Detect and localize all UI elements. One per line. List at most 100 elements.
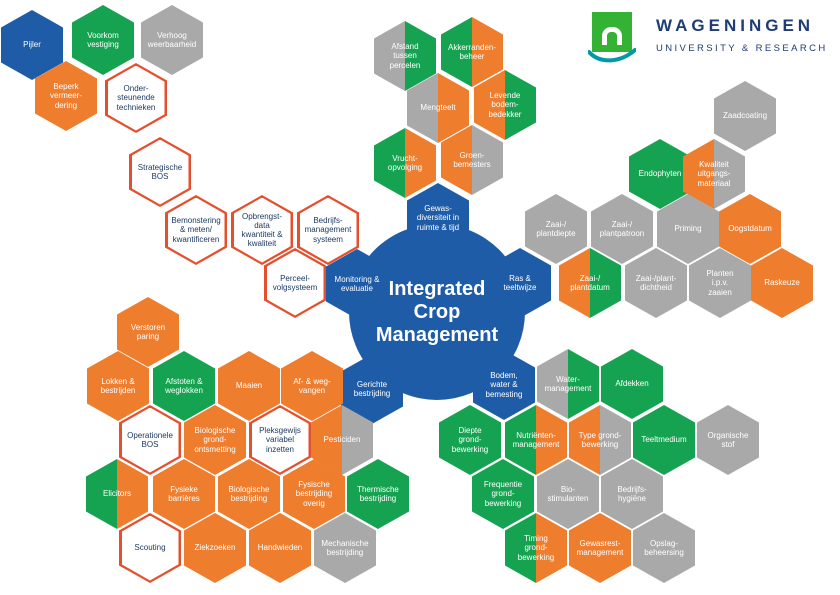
hex-label: Gerichte bestrijding — [353, 379, 391, 398]
hex-operationele-bos: Operationele BOS — [119, 405, 181, 475]
hex-label: Mechanische bestrijding — [321, 538, 369, 557]
hex-watermanagement: Water- management — [537, 349, 599, 419]
hex-akkerrandenbeheer: Akkerranden- beheer — [441, 17, 503, 87]
hex-type-grondbewerking: Type grond- bewerking — [569, 405, 631, 475]
hex-vruchtopvolging: Vrucht- opvolging — [374, 128, 436, 198]
hex-voorkom-vestiging: Voorkom vestiging — [72, 5, 134, 75]
hex-label: Timing grond- bewerking — [517, 534, 555, 562]
hex-frequentie-grondbewerking: Frequentie grond- bewerking — [472, 459, 534, 529]
hex-label: Pijler — [23, 40, 41, 50]
hex-scouting: Scouting — [119, 513, 181, 583]
hex-label: Perceel- volgsysteem — [272, 273, 318, 292]
hex-label: Verstoren paring — [130, 322, 166, 341]
hex-label: Biologische grond- ontsmetting — [194, 426, 236, 454]
hex-zaai-plantdiepte: Zaai-/ plantdiepte — [525, 194, 587, 264]
hex-label: Gewasrest- management — [576, 538, 624, 557]
hex-label: Afstand tussen percelen — [389, 42, 421, 70]
hex-fill — [107, 65, 165, 131]
wur-logo-text: WAGENINGEN UNIVERSITY & RESEARCH — [656, 12, 828, 54]
hex-label: Monitoring & evaluatie — [334, 274, 380, 293]
hex-organische-stof: Organische stof — [697, 405, 759, 475]
hex-bemonstering-meten-kwantificeren: Bemonstering & meten/ kwantificeren — [165, 195, 227, 265]
wur-logo-subtitle: UNIVERSITY & RESEARCH — [656, 43, 828, 54]
hex-label: Opbrengst- data kwantiteit & kwaliteit — [241, 211, 283, 249]
hex-ondersteunende-technieken: Onder- steunende technieken — [105, 63, 167, 133]
hex-label: Akkerranden- beheer — [447, 42, 497, 61]
hex-label: Ras & teeltwijze — [503, 273, 537, 292]
hex-label: Zaai-/ plantdiepte — [536, 219, 576, 238]
hex-groenbemesters: Groen- bemesters — [441, 125, 503, 195]
hex-mengteelt: Mengteelt — [407, 73, 469, 143]
hex-label: Pleksgewijs variabel inzetten — [259, 426, 301, 454]
hex-label: Zaai-/plant- dichtheid — [635, 273, 677, 292]
hex-label: Bedrijfs- hygiëne — [617, 484, 647, 503]
hex-opbrengstdata-kwantiteit-kwaliteit: Opbrengst- data kwantiteit & kwaliteit — [231, 195, 293, 265]
hex-zaadcoating: Zaadcoating — [714, 81, 776, 151]
hex-label: Type grond- bewerking — [578, 430, 622, 449]
hex-label: Afstoten & weglokken — [165, 376, 203, 395]
hex-label: Onder- steunende technieken — [116, 84, 156, 112]
hex-label: Priming — [674, 224, 702, 234]
hex-gewasdiversiteit-ruimte-tijd: Gewas- diversiteit in ruimte & tijd — [407, 183, 469, 253]
hex-label: Teeltmedium — [641, 435, 687, 445]
hex-label: Beperk vermeer- dering — [49, 82, 82, 110]
hex-label: Bemonstering & meten/ kwantificeren — [171, 216, 221, 244]
hex-label: Verhoog weerbaarheid — [147, 30, 197, 49]
hex-label: Zaadcoating — [722, 111, 768, 121]
hex-label: Afdekken — [615, 379, 649, 389]
hex-zaai-plantdatum: Zaai-/ plantdatum — [559, 248, 621, 318]
hex-mechanische-bestrijding: Mechanische bestrijding — [314, 513, 376, 583]
hex-elicitors: Elicitors — [86, 459, 148, 529]
hex-label: Strategische BOS — [137, 162, 183, 181]
hex-diepte-grondbewerking: Diepte grond- bewerking — [439, 405, 501, 475]
hex-strategische-bos: Strategische BOS — [129, 137, 191, 207]
hex-label: Zaai-/ plantpatroon — [599, 219, 645, 238]
hex-afdekken: Afdekken — [601, 349, 663, 419]
wur-logo-mark — [588, 12, 638, 70]
hex-biostimulanten: Bio- stimulanten — [537, 459, 599, 529]
hex-label: Organische stof — [707, 430, 749, 449]
hex-fill — [266, 250, 324, 316]
hex-label: Af- & weg- vangen — [293, 376, 331, 395]
hex-label: Diepte grond- bewerking — [451, 426, 489, 454]
hex-label: Elicitors — [102, 489, 131, 499]
hex-label: Raskeuze — [764, 278, 800, 288]
hex-label: Groen- bemesters — [453, 150, 491, 169]
hex-zaai-plantpatroon: Zaai-/ plantpatroon — [591, 194, 653, 264]
hex-label: Ziekzoeken — [194, 543, 236, 553]
wur-logo: WAGENINGEN UNIVERSITY & RESEARCH — [588, 12, 828, 70]
center-title: Integrated Crop Management — [375, 277, 499, 346]
hex-label: Biologische bestrijding — [228, 484, 270, 503]
hex-label: Zaai-/ plantdatum — [570, 273, 610, 292]
hex-label: Kwaliteit uitgangs- materiaal — [697, 160, 731, 188]
hex-bedrijfsmanagement-systeem: Bedrijfs- management systeem — [297, 195, 359, 265]
hex-label: Endophyten — [638, 169, 682, 179]
wur-logo-name: WAGENINGEN — [656, 16, 815, 35]
hex-label: Opslag- beheersing — [644, 538, 684, 557]
hex-label: Planten i.p.v. zaaien — [706, 269, 734, 297]
hex-afstand-tussen-percelen: Afstand tussen percelen — [374, 21, 436, 91]
hex-label: Bedrijfs- management systeem — [304, 216, 352, 244]
hex-label: Bio- stimulanten — [547, 484, 589, 503]
hex-thermische-bestrijding: Thermische bestrijding — [347, 459, 409, 529]
hex-verhoog-weerbaarheid: Verhoog weerbaarheid — [141, 5, 203, 75]
hex-ziekzoeken: Ziekzoeken — [184, 513, 246, 583]
hex-bedrijfshygiene: Bedrijfs- hygiëne — [601, 459, 663, 529]
hex-teeltmedium: Teeltmedium — [633, 405, 695, 475]
hex-timing-grondbewerking: Timing grond- bewerking — [505, 513, 567, 583]
wur-logo-square-icon — [592, 12, 632, 52]
hex-label: Lokken & bestrijden — [100, 376, 136, 395]
hex-label: Frequentie grond- bewerking — [483, 480, 523, 508]
hex-label: Thermische bestrijding — [357, 484, 399, 503]
hex-gewasrestmanagement: Gewasrest- management — [569, 513, 631, 583]
hex-label: Vrucht- opvolging — [387, 153, 423, 172]
hex-label: Handwieden — [257, 543, 303, 553]
hex-label: Fysieke barrières — [168, 484, 200, 503]
wur-arch-icon — [602, 27, 622, 45]
hex-label: Gewas- diversiteit in ruimte & tijd — [416, 204, 460, 232]
hex-label: Water- management — [544, 374, 592, 393]
hex-label: Bodem, water & bemesting — [485, 371, 523, 399]
hex-label: Fysische bestrijding overig — [295, 480, 333, 508]
hex-fill — [121, 407, 179, 473]
